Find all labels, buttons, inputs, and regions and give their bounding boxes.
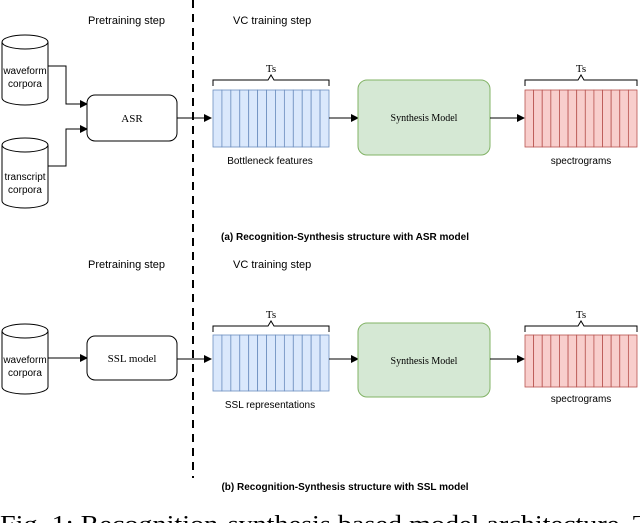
ssl-representation-stripe — [301, 334, 312, 392]
ssl-representation-stripe — [212, 334, 223, 392]
spectrograms-label-b: spectrograms — [551, 394, 612, 405]
spectrogram-stripe — [533, 89, 543, 148]
bottleneck-feature-stripe — [212, 89, 223, 148]
waveform-corpora-database-b: waveform corpora — [1, 323, 49, 395]
ts-label-right-b: Ts — [576, 309, 586, 321]
spectrogram-stripe — [559, 334, 569, 388]
ts-brace-left-a — [212, 74, 330, 86]
waveform-corpora-label-a-line2: corpora — [8, 79, 42, 90]
bottleneck-feature-stripe — [239, 89, 250, 148]
spectrogram-stripe — [627, 89, 638, 148]
spectrogram-stripe — [610, 334, 621, 388]
spectrograms-block-a — [524, 89, 638, 148]
ssl-representations-block — [212, 334, 330, 392]
ts-brace-left-b — [212, 320, 330, 332]
synthesis-model-label-a: Synthesis Model — [391, 113, 458, 124]
ssl-model-label: SSL model — [108, 353, 157, 365]
asr-model-label: ASR — [121, 113, 143, 125]
vc-training-step-label-a: VC training step — [233, 15, 311, 27]
spectrogram-stripe — [559, 89, 569, 148]
waveform-corpora-label-b-line2: corpora — [8, 368, 42, 379]
spectrogram-stripe — [602, 89, 612, 148]
bottleneck-feature-stripe — [301, 89, 312, 148]
ts-label-left-a: Ts — [266, 63, 276, 75]
ssl-representation-stripe — [239, 334, 250, 392]
spectrogram-stripe — [524, 334, 535, 388]
transcript-corpora-label-a-line1: transcript — [4, 172, 45, 183]
bottleneck-feature-stripe — [248, 89, 259, 148]
pretraining-step-label-a: Pretraining step — [88, 15, 165, 27]
ssl-representation-stripe — [266, 334, 276, 392]
spectrogram-stripe — [541, 89, 552, 148]
spectrogram-stripe — [576, 89, 586, 148]
caption-panel-a: (a) Recognition-Synthesis structure with… — [221, 232, 469, 243]
spectrogram-stripe — [541, 334, 552, 388]
ts-label-left-b: Ts — [266, 309, 276, 321]
spectrogram-stripe — [550, 89, 560, 148]
spectrogram-stripe — [550, 334, 560, 388]
bottleneck-feature-stripe — [310, 89, 321, 148]
transcript-corpora-label-a-line2: corpora — [8, 185, 42, 196]
vc-training-step-label-b: VC training step — [233, 259, 311, 271]
ts-label-right-a: Ts — [576, 63, 586, 75]
bottleneck-feature-stripe — [230, 89, 241, 148]
waveform-to-asr-arrow — [48, 65, 88, 108]
spectrogram-stripe — [593, 334, 603, 388]
synthesis-model-box-b — [357, 322, 491, 398]
pretraining-step-label-b: Pretraining step — [88, 259, 165, 271]
spectrograms-block-b — [524, 334, 638, 388]
bottleneck-features-label: Bottleneck features — [227, 156, 313, 167]
ssl-representation-stripe — [283, 334, 294, 392]
bottleneck-feature-stripe — [275, 89, 285, 148]
spectrogram-stripe — [576, 334, 586, 388]
ssl-representation-stripe — [292, 334, 303, 392]
bottleneck-feature-stripe — [292, 89, 303, 148]
spectrogram-stripe — [602, 334, 612, 388]
transcript-to-asr-arrow — [48, 125, 88, 167]
ssl-representation-stripe — [257, 334, 267, 392]
bottleneck-feature-stripe — [319, 89, 330, 148]
spectrogram-stripe — [619, 89, 629, 148]
ssl-representation-stripe — [230, 334, 241, 392]
spectrogram-stripe — [533, 334, 543, 388]
waveform-corpora-label-a-line1: waveform — [2, 66, 46, 77]
spectrogram-stripe — [619, 334, 629, 388]
waveform-corpora-label-b-line1: waveform — [2, 355, 46, 366]
ssl-model-box — [86, 335, 178, 381]
spectrogram-stripe — [627, 334, 638, 388]
synthesis-model-label-b: Synthesis Model — [391, 356, 458, 367]
spectrogram-stripe — [610, 89, 621, 148]
ssl-representation-stripe — [275, 334, 285, 392]
spectrogram-stripe — [524, 89, 535, 148]
ssl-representations-label: SSL representations — [225, 400, 315, 411]
spectrograms-label-a: spectrograms — [551, 156, 612, 167]
spectrogram-stripe — [584, 89, 595, 148]
bottleneck-feature-stripe — [266, 89, 276, 148]
spectrogram-stripe — [584, 334, 595, 388]
ssl-representation-stripe — [310, 334, 321, 392]
transcript-corpora-database-a: transcript corpora — [1, 137, 49, 209]
spectrogram-stripe — [567, 89, 578, 148]
bottleneck-feature-stripe — [283, 89, 294, 148]
waveform-corpora-database-a: waveform corpora — [1, 34, 49, 106]
ssl-representation-stripe — [221, 334, 232, 392]
ts-brace-right-a — [524, 74, 638, 86]
spectrogram-stripe — [593, 89, 603, 148]
bottleneck-feature-stripe — [221, 89, 232, 148]
ssl-representation-stripe — [319, 334, 330, 392]
bottleneck-feature-stripe — [257, 89, 267, 148]
figure-caption: Fig. 1: Recognition-synthesis based mode… — [0, 512, 640, 523]
ssl-representation-stripe — [248, 334, 259, 392]
ts-brace-right-b — [524, 320, 638, 332]
caption-panel-b: (b) Recognition-Synthesis structure with… — [221, 482, 468, 493]
spectrogram-stripe — [567, 334, 578, 388]
bottleneck-features-block — [212, 89, 330, 148]
